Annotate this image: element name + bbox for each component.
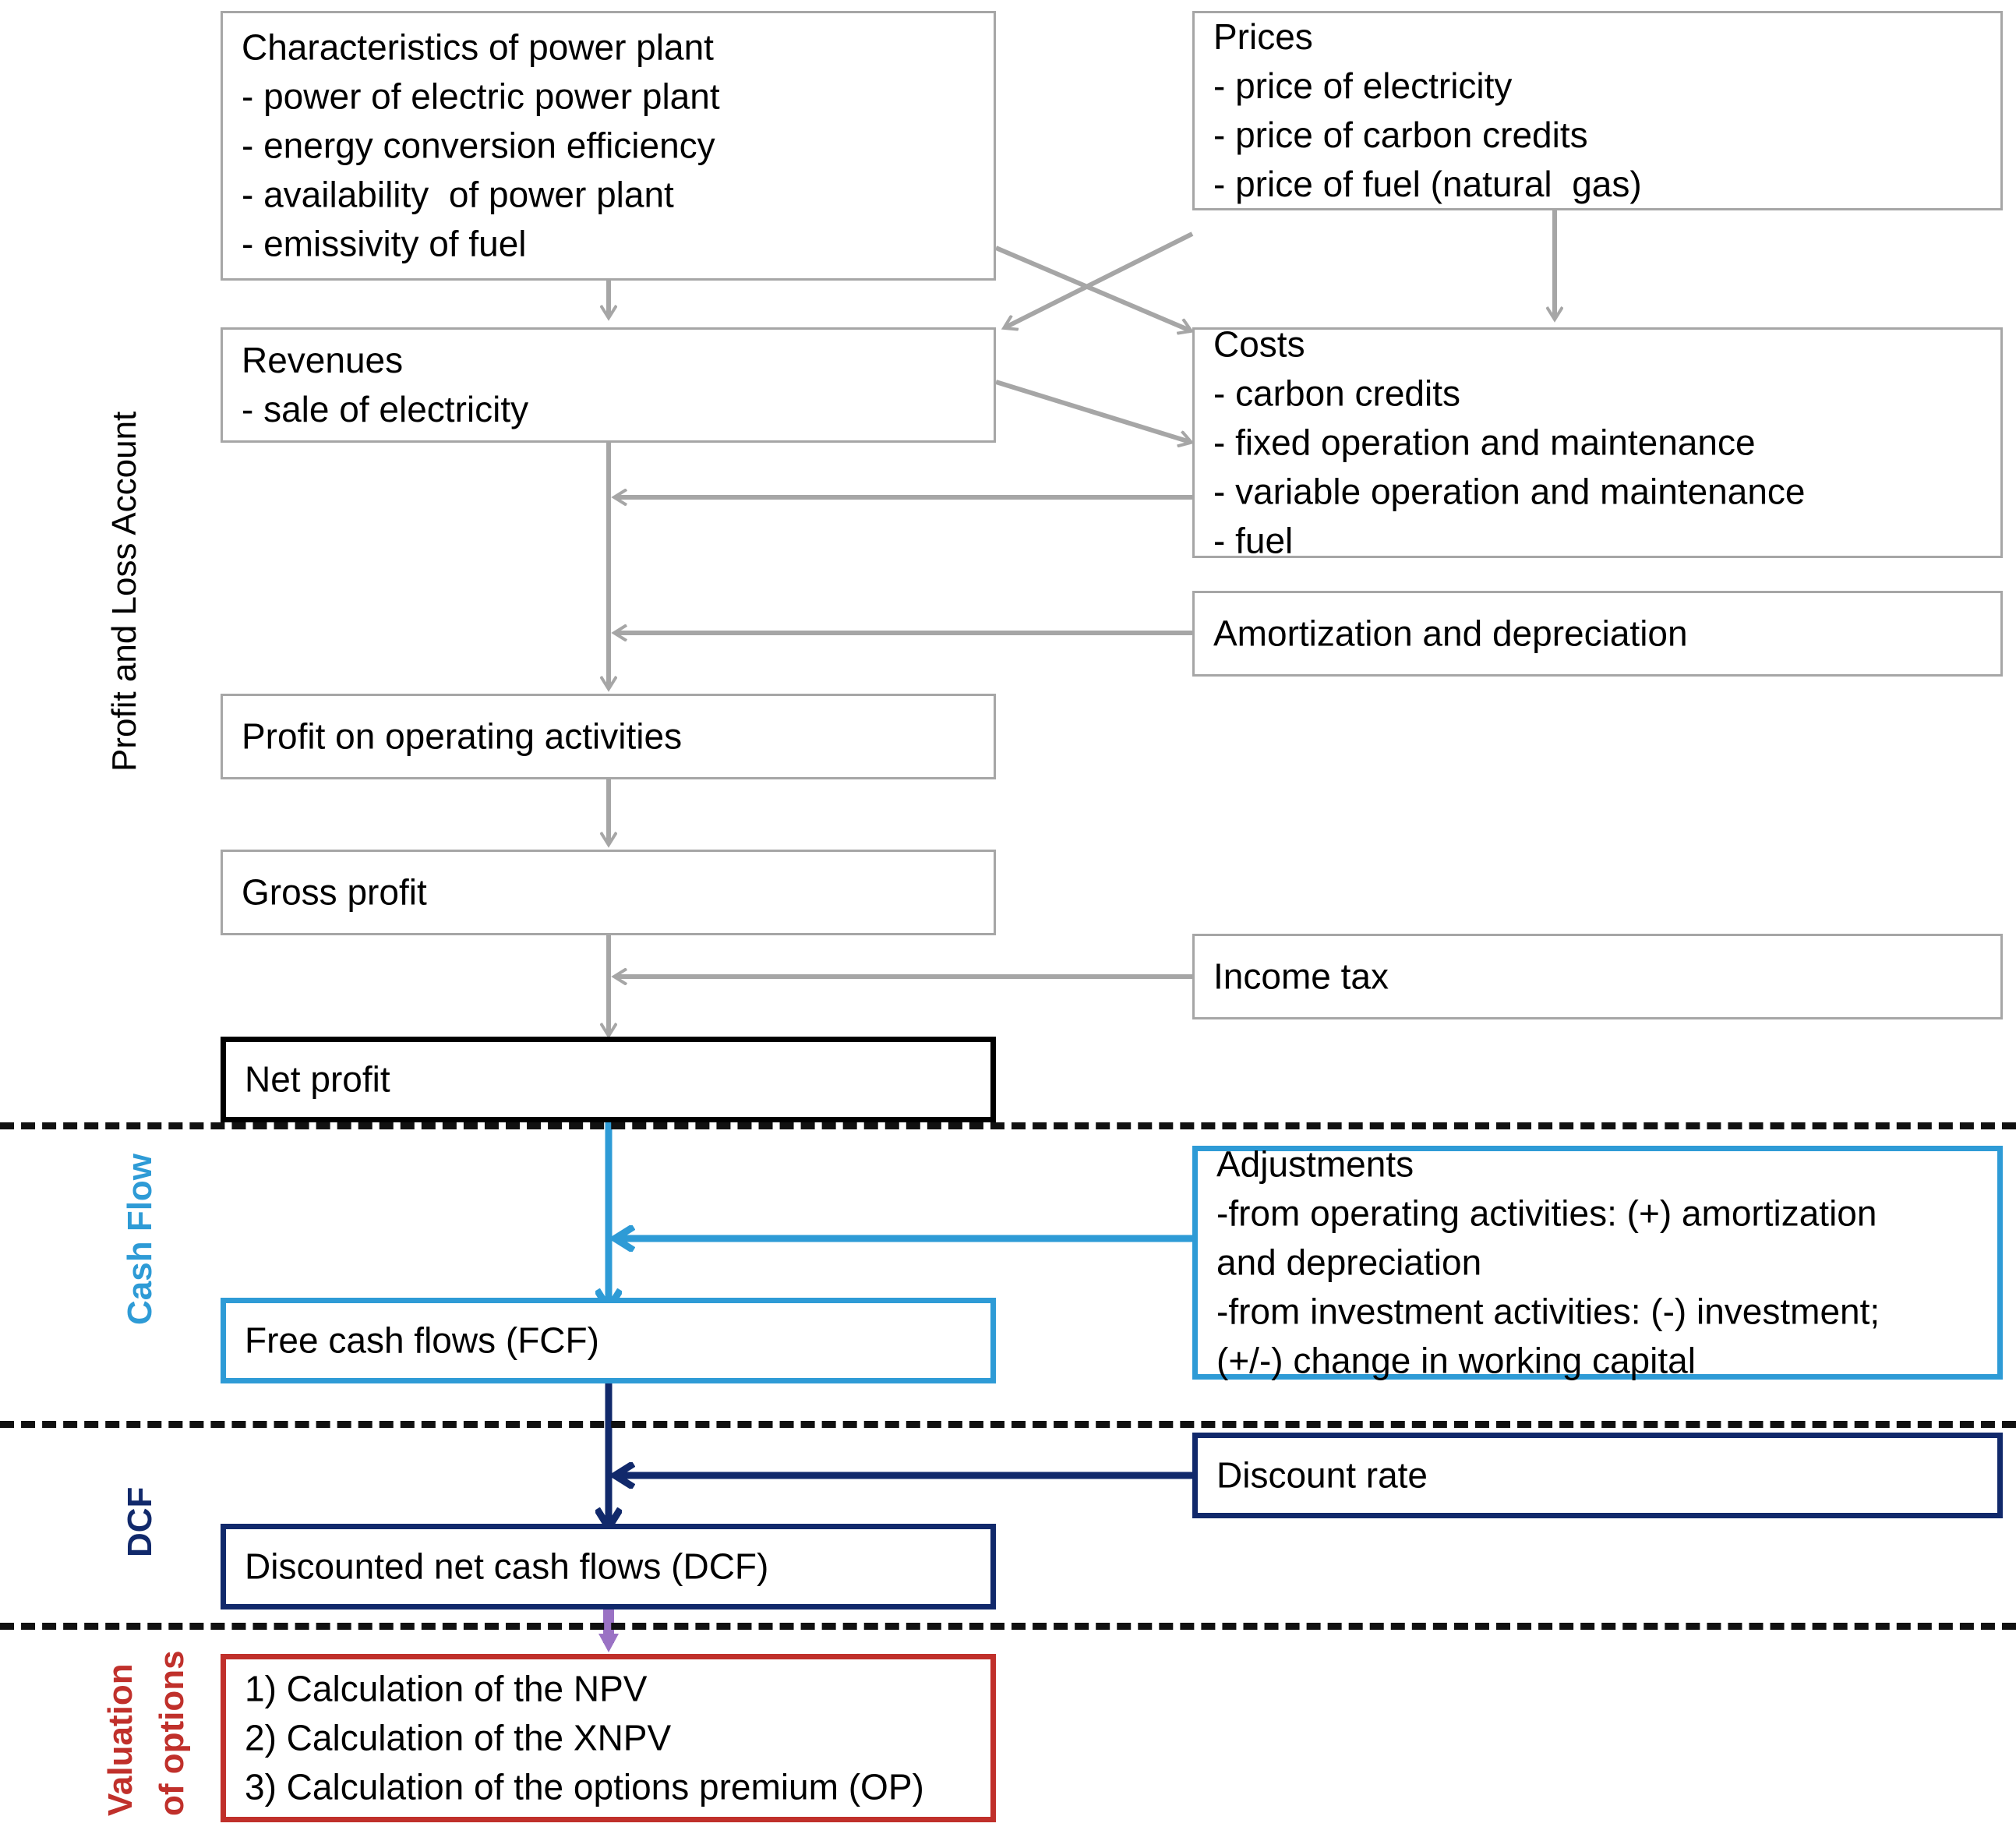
box-prices-item-2: - price of fuel (natural gas) xyxy=(1213,164,1642,204)
box-valuation-text: 1) Calculation of the NPV 2) Calculation … xyxy=(245,1665,924,1812)
box-revenues-text: Revenues - sale of electricity xyxy=(242,336,528,434)
box-adjustments: Adjustments -from operating activities: (… xyxy=(1192,1144,2003,1381)
box-valuation-item-1: 2) Calculation of the XNPV xyxy=(245,1717,672,1758)
box-adjustments-text: Adjustments -from operating activities: (… xyxy=(1216,1140,1880,1386)
box-valuation-of-options: 1) Calculation of the NPV 2) Calculation … xyxy=(221,1654,996,1822)
box-income-tax: Income tax xyxy=(1192,934,2003,1019)
box-adjustments-title: Adjustments xyxy=(1216,1143,1414,1185)
section-label-valuation-line2: of options xyxy=(153,1650,191,1816)
section-label-profit-and-loss: Profit and Loss Account xyxy=(105,411,143,772)
box-costs-item-1: - fixed operation and maintenance xyxy=(1213,422,1756,463)
box-characteristics: Characteristics of power plant - power of… xyxy=(221,11,996,281)
box-fcf: Free cash flows (FCF) xyxy=(221,1298,996,1383)
box-income-tax-title: Income tax xyxy=(1213,956,1389,997)
box-discount-rate-title: Discount rate xyxy=(1216,1454,1428,1496)
box-net-profit-title: Net profit xyxy=(245,1058,390,1100)
box-costs-item-0: - carbon credits xyxy=(1213,373,1461,414)
section-label-valuation-line1: Valuation xyxy=(101,1663,139,1816)
box-characteristics-title: Characteristics of power plant xyxy=(242,27,714,68)
box-characteristics-item-2: - availability of power plant xyxy=(242,174,674,215)
box-costs-text: Costs - carbon credits - fixed operation a… xyxy=(1213,320,1806,566)
box-costs-title: Costs xyxy=(1213,323,1305,365)
divider-profit-cashflow xyxy=(0,1122,2016,1129)
box-costs-item-3: - fuel xyxy=(1213,520,1294,561)
box-dcf: Discounted net cash flows (DCF) xyxy=(221,1524,996,1609)
box-adjustments-item-0: -from operating activities: (+) amortiza… xyxy=(1216,1193,1877,1234)
box-characteristics-text: Characteristics of power plant - power of… xyxy=(242,23,720,269)
box-characteristics-item-3: - emissivity of fuel xyxy=(242,223,527,264)
divider-cashflow-dcf xyxy=(0,1421,2016,1428)
box-discount-rate: Discount rate xyxy=(1192,1433,2003,1518)
box-prices-text: Prices - price of electricity - price of c… xyxy=(1213,12,1642,209)
section-label-cash-flow: Cash Flow xyxy=(121,1153,159,1325)
box-fcf-title: Free cash flows (FCF) xyxy=(245,1320,599,1361)
box-amortization: Amortization and depreciation xyxy=(1192,591,2003,677)
box-profit-operating-title: Profit on operating activities xyxy=(242,716,683,757)
box-revenues: Revenues - sale of electricity xyxy=(221,327,996,443)
box-dcf-title: Discounted net cash flows (DCF) xyxy=(245,1546,769,1587)
box-characteristics-item-0: - power of electric power plant xyxy=(242,76,720,117)
divider-dcf-valuation xyxy=(0,1623,2016,1630)
box-profit-operating: Profit on operating activities xyxy=(221,694,996,779)
box-prices-item-0: - price of electricity xyxy=(1213,65,1513,106)
box-revenues-title: Revenues xyxy=(242,340,404,380)
box-gross-profit: Gross profit xyxy=(221,850,996,935)
box-adjustments-item-3: (+/-) change in working capital xyxy=(1216,1340,1696,1381)
box-gross-profit-title: Gross profit xyxy=(242,871,427,913)
box-costs: Costs - carbon credits - fixed operation a… xyxy=(1192,324,2003,561)
box-adjustments-item-1: and depreciation xyxy=(1216,1242,1482,1283)
box-costs-item-2: - variable operation and maintenance xyxy=(1213,471,1806,512)
box-net-profit: Net profit xyxy=(221,1037,996,1122)
box-valuation-item-0: 1) Calculation of the NPV xyxy=(245,1668,648,1709)
box-prices-item-1: - price of carbon credits xyxy=(1213,115,1588,155)
box-adjustments-item-2: -from investment activities: (-) investm… xyxy=(1216,1291,1880,1332)
box-characteristics-item-1: - energy conversion efficiency xyxy=(242,125,715,166)
box-revenues-item-0: - sale of electricity xyxy=(242,389,529,429)
section-label-dcf: DCF xyxy=(121,1486,159,1557)
box-prices: Prices - price of electricity - price of c… xyxy=(1192,11,2003,210)
box-amortization-title: Amortization and depreciation xyxy=(1213,613,1688,654)
box-valuation-item-2: 3) Calculation of the options premium (O… xyxy=(245,1766,924,1807)
box-prices-title: Prices xyxy=(1213,16,1313,57)
